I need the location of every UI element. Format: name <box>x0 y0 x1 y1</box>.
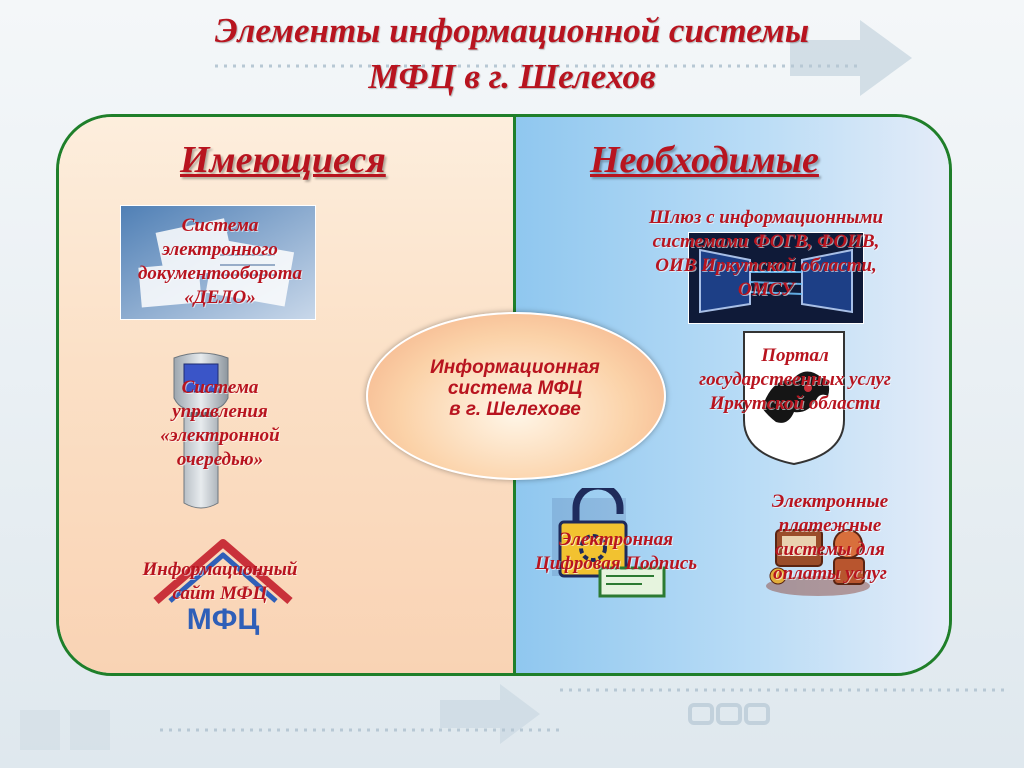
center-ellipse <box>366 312 666 480</box>
kiosk-terminal-image <box>173 352 229 509</box>
documents-image <box>120 205 316 320</box>
gateway-monitors-image <box>688 232 864 324</box>
right-item-3-label: Электронная Цифровая Подпись <box>534 529 698 574</box>
digital-signature-image <box>552 488 666 598</box>
right-column-heading: Необходимые <box>590 139 819 181</box>
left-item-2-label: Система управления «электронной очередью… <box>160 377 280 470</box>
right-item-2-label: Портал государственных услуг Иркутской о… <box>699 345 891 414</box>
left-item-3-label: Информационный сайт МФЦ <box>142 559 298 604</box>
title-line-2: МФЦ в г. Шелехов <box>368 57 656 96</box>
right-item-4-label: Электронные платежные системы для оплаты… <box>771 491 889 584</box>
left-item-1-label: Система электронного документооборота «Д… <box>137 215 303 308</box>
center-label: Информационная система МФЦ в г. Шелехове <box>430 357 600 420</box>
mfc-logo: МФЦ <box>153 539 293 635</box>
slide-title: Элементы информационной системы МФЦ в г.… <box>0 8 1024 100</box>
mfc-logo-text: МФЦ <box>187 603 260 635</box>
payment-systems-image <box>766 529 870 596</box>
coat-of-arms-image <box>743 331 845 466</box>
left-column-heading: Имеющиеся <box>180 139 386 181</box>
right-item-1-label: Шлюз с информационными системами ФОГВ, Ф… <box>648 207 884 300</box>
title-line-1: Элементы информационной системы <box>214 11 810 50</box>
